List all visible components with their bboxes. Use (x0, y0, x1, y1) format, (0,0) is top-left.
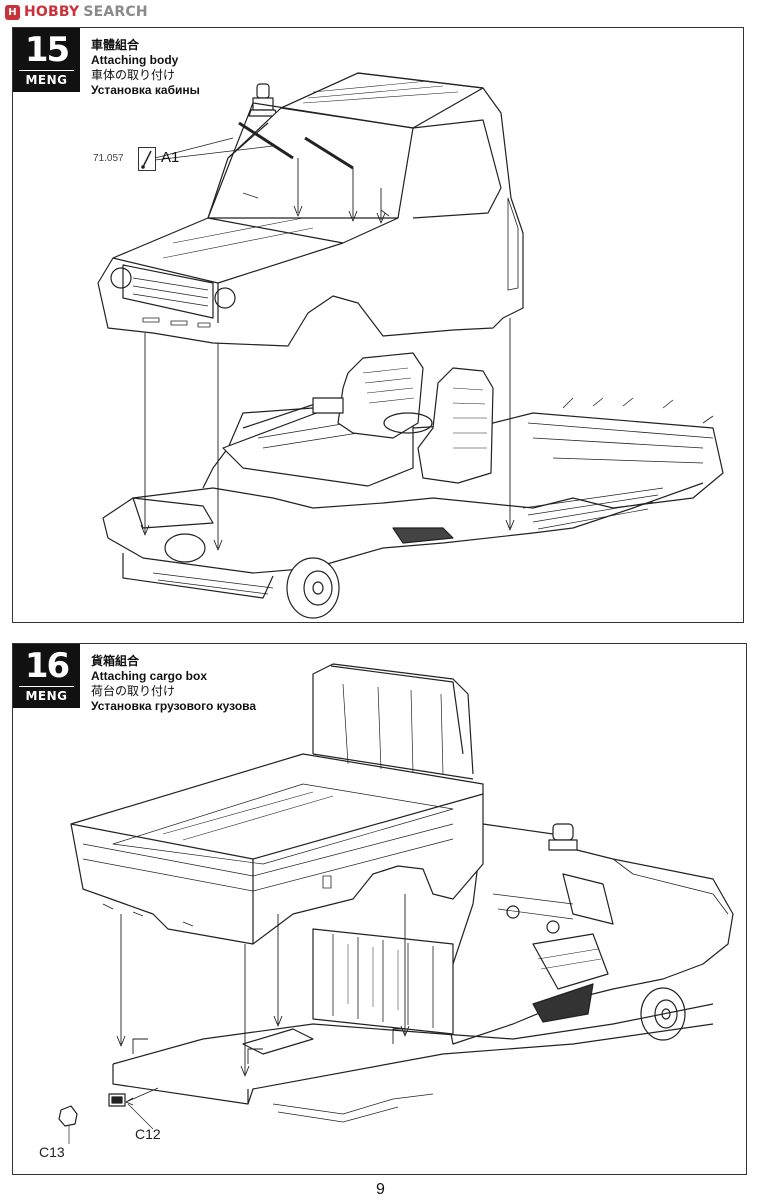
chassis-drawing (102, 352, 724, 619)
hobbysearch-logo-icon: H (5, 4, 20, 20)
part-label-c12: C12 (135, 1126, 161, 1142)
step-15-title: 車體組合 Attaching body 車体の取り付け Установка ка… (91, 38, 200, 98)
title-en: Attaching cargo box (91, 669, 208, 683)
cab-chassis-drawing (97, 72, 724, 619)
cargo-box-drawing (58, 663, 734, 1144)
step-16-panel: 16 MENG 貨箱組合 Attaching cargo box 荷台の取り付け… (12, 643, 747, 1175)
small-parts-drawing (58, 1093, 154, 1144)
part-label-c13: C13 (39, 1144, 65, 1160)
placement-arrows (116, 894, 410, 1106)
step-15-panel: 15 MENG 車體組合 Attaching body 車体の取り付け Уста… (12, 27, 744, 623)
watermark-text: SEARCH (83, 4, 148, 20)
title-ru: Установка кабины (91, 83, 200, 97)
title-jp: 車体の取り付け (91, 68, 176, 82)
part-ref-a1: A1 (161, 149, 180, 166)
title-zh: 貨箱組合 (91, 654, 140, 668)
page-number: 9 (376, 1181, 385, 1198)
watermark: H HOBBY SEARCH (5, 4, 148, 20)
title-ru: Установка грузового кузова (91, 699, 257, 713)
beacon-light-drawing (248, 83, 278, 117)
title-en: Attaching body (91, 53, 179, 67)
cargo-box-body-drawing (70, 663, 484, 945)
step-15-badge: 15 MENG (13, 28, 80, 92)
cab-body-drawing (97, 72, 524, 347)
cab-chassis-drawing (112, 823, 734, 1123)
wipers-drawing (238, 121, 354, 170)
meng-logo: MENG (19, 686, 74, 703)
step-number: 15 (24, 30, 70, 70)
paint-code: 71.057 (93, 153, 124, 164)
watermark-brand: HOBBY (24, 4, 80, 20)
step-16-badge: 16 MENG (13, 644, 80, 708)
title-zh: 車體組合 (91, 38, 140, 52)
title-jp: 荷台の取り付け (91, 684, 176, 698)
meng-logo: MENG (19, 70, 74, 87)
step-16-title: 貨箱組合 Attaching cargo box 荷台の取り付け Установ… (91, 654, 256, 714)
step-number: 16 (24, 646, 70, 686)
paint-brush-icon (138, 147, 156, 171)
